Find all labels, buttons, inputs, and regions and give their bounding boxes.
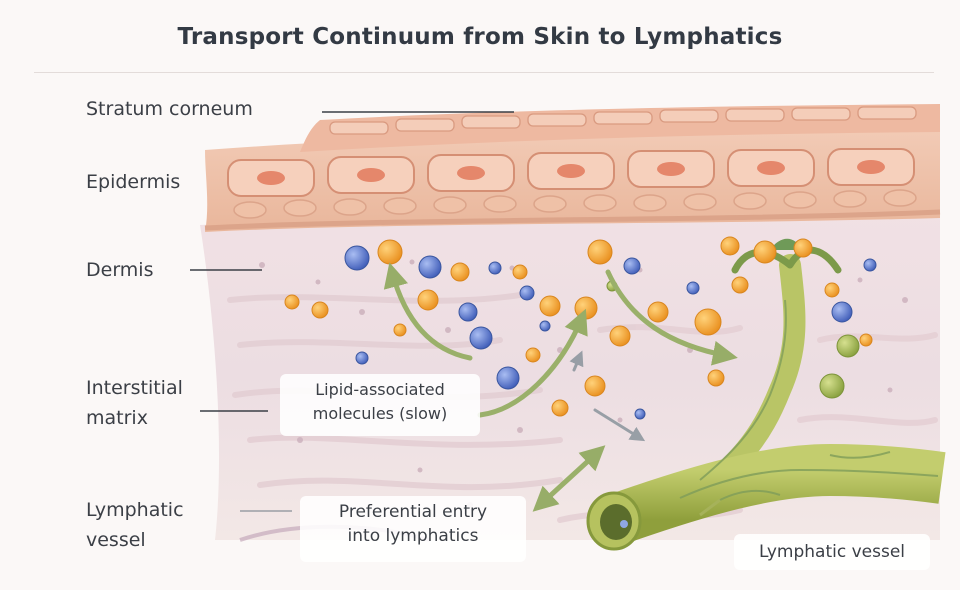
label-epidermis: Epidermis [86,169,180,195]
callout-entry-line2: into lymphatics [300,524,526,548]
label-interstitial-line1: Interstitial [86,375,183,401]
title-divider [34,72,934,73]
label-stratum-corneum: Stratum corneum [86,96,253,122]
callout-lipid-line2: molecules (slow) [280,402,480,426]
label-dermis: Dermis [86,257,153,283]
label-lymphatic-line2: vessel [86,527,146,553]
callout-preferential-entry: Preferential entry into lymphatics [300,496,526,562]
callout-lipid-line1: Lipid-associated [280,378,480,402]
callout-lymphatic-vessel: Lymphatic vessel [734,534,930,570]
diagram-title: Transport Continuum from Skin to Lymphat… [0,24,960,50]
callout-entry-line1: Preferential entry [300,500,526,524]
label-lymphatic-line1: Lymphatic [86,497,184,523]
label-interstitial-line2: matrix [86,405,148,431]
callout-lipid-molecules: Lipid-associated molecules (slow) [280,374,480,436]
